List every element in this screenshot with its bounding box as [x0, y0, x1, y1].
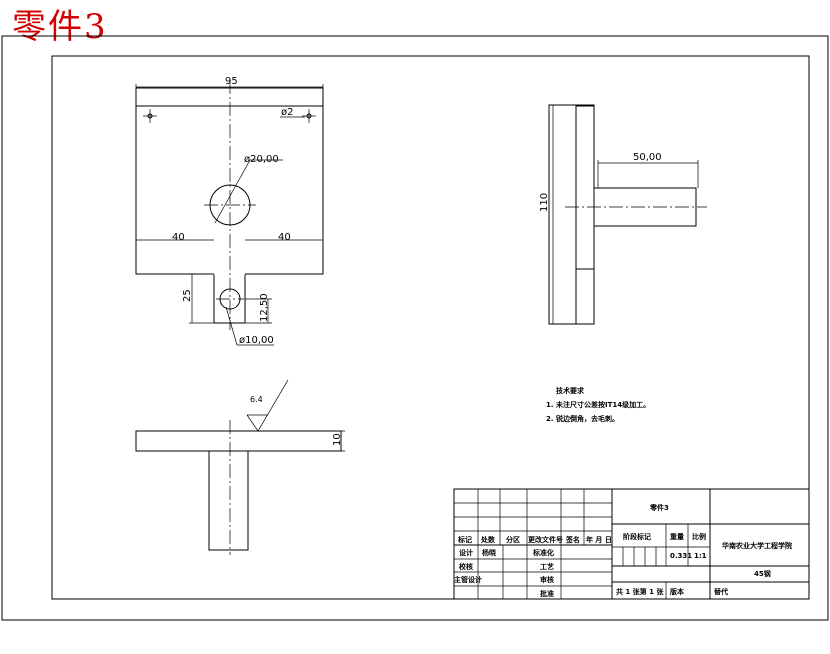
- label-stage: 阶段标记: [623, 532, 651, 541]
- roughness-value: 6.4: [250, 395, 263, 404]
- replace: 替代: [714, 587, 728, 596]
- hdr-zone: 分区: [506, 535, 520, 544]
- label-standard: 标准化: [532, 548, 554, 557]
- dim-hole-stem: ø10,00: [239, 335, 274, 346]
- notes-item-1: 1. 未注尺寸公差按IT14级加工。: [546, 400, 650, 409]
- notes-title: 技术要求: [556, 386, 585, 395]
- label-scale: 比例: [692, 532, 706, 541]
- scale-value: 1:1: [694, 552, 707, 560]
- dim-width: 95: [225, 76, 238, 87]
- part-name: 零件3: [649, 503, 669, 512]
- outer-border: [1, 35, 829, 621]
- hdr-date: 年 月 日: [586, 535, 612, 544]
- title-block: 标记 处数 分区 更改文件号 签名 年 月 日 设计 杨晓 校核 主管设计 标准…: [453, 488, 810, 600]
- technical-notes: 技术要求 1. 未注尺寸公差按IT14级加工。 2. 锐边倒角，去毛刺。: [546, 386, 650, 423]
- label-review: 审核: [540, 575, 554, 584]
- weight-value: 0.331: [670, 552, 692, 560]
- dim-hole-small: ø2: [281, 107, 293, 118]
- label-weight: 重量: [670, 532, 684, 541]
- label-approve: 批准: [540, 589, 554, 598]
- side-view: 50,00 110: [539, 104, 707, 325]
- part-stamp: 零件3: [12, 7, 108, 47]
- inner-frame: [51, 55, 810, 600]
- version: 版本: [670, 587, 684, 596]
- hdr-change-doc: 更改文件号: [528, 535, 563, 544]
- dim-thickness: 10: [332, 433, 343, 446]
- hdr-mark: 标记: [457, 535, 472, 544]
- dim-left: 40: [172, 232, 185, 243]
- role-check: 校核: [459, 562, 473, 571]
- notes-item-2: 2. 锐边倒角，去毛刺。: [546, 414, 619, 423]
- role-design-name: 杨晓: [482, 548, 496, 557]
- dim-height: 110: [539, 193, 550, 212]
- dim-length: 50,00: [633, 152, 662, 163]
- school-name: 华南农业大学工程学院: [722, 541, 792, 550]
- front-view: 95 ø2 ø20,00 40 40 25 12,50 ø10,00: [135, 76, 324, 346]
- hdr-sign: 签名: [565, 535, 580, 544]
- label-process: 工艺: [540, 562, 554, 571]
- material: 45钢: [754, 569, 771, 578]
- dim-offset: 12,50: [259, 293, 270, 322]
- role-design: 设计: [459, 548, 473, 557]
- dim-hole-big: ø20,00: [244, 154, 279, 165]
- role-chief: 主管设计: [454, 575, 482, 584]
- dim-right: 40: [278, 232, 291, 243]
- top-view: 6.4 10: [135, 379, 345, 555]
- hdr-count: 处数: [480, 535, 496, 544]
- sheet-count: 共 1 张第 1 张: [616, 587, 664, 596]
- dim-stem: 25: [182, 289, 193, 302]
